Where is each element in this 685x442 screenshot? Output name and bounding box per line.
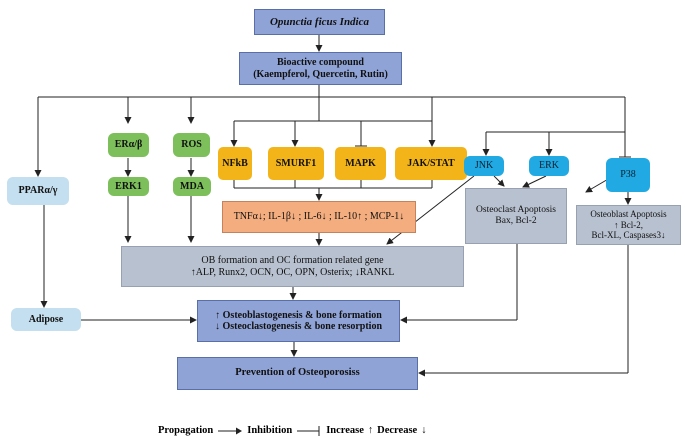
legend-increase-label: Increase [326,425,364,436]
osteoblast-apoptosis-down: Bcl-XL, Caspases3↓ [591,230,666,241]
osteoblast-apoptosis-title: Osteoblast Apoptosis [590,209,667,220]
opuntia-label: Opunctia ficus Indica [269,15,369,28]
nfkb-label: NFkB [222,157,248,169]
bioactive-compound-node: Bioactive compound (Kaempferol, Querceti… [239,52,402,85]
cytokines-label: TNFα↓; IL-1β↓ ; IL-6↓ ; IL-10↑ ; MCP-1↓ [233,211,405,223]
osteo-line-2: ↓ Osteoclastogenesis & bone resorption [214,321,383,332]
osteoclast-apoptosis-title: Osteoclast Apoptosis [476,205,556,216]
p38-label: P38 [620,169,636,181]
osteoclast-apoptosis-node: Osteoclast Apoptosis Bax, Bcl-2 [465,188,567,244]
ppar-label: PPARα/γ [18,185,58,197]
erk-label: ERK [539,160,559,172]
legend-propagation-label: Propagation [158,425,214,436]
propagation-arrow-icon [218,427,243,434]
ob-oc-genes-node: OB formation and OC formation related ge… [121,246,464,287]
mda-node: MDA [173,177,211,196]
erk1-label: ERK1 [115,180,142,192]
jnk-node: JNK [464,156,504,176]
bioactive-list: (Kaempferol, Quercetin, Rutin) [253,68,388,80]
adipose-label: Adipose [28,313,64,325]
prevention-node: Prevention of Osteoporosiss [177,357,418,390]
mapk-label: MAPK [345,157,376,169]
legend: Propagation Inhibition Increase ↑ Decrea… [158,425,426,436]
decrease-arrow-icon: ↓ [421,425,427,436]
prevention-label: Prevention of Osteoporosiss [235,367,360,379]
ob-oc-genes: ↑ALP, Runx2, OCN, OC, OPN, Osterix; ↓RAN… [190,266,395,278]
inhibition-bar-icon [297,425,320,436]
bioactive-title: Bioactive compound [277,57,364,68]
nfkb-node: NFkB [218,147,252,180]
legend-inhibition-label: Inhibition [247,425,293,436]
ob-oc-title: OB formation and OC formation related ge… [201,255,384,266]
osteoblast-apoptosis-up: ↑ Bcl-2, [614,219,643,230]
osteogenesis-node: ↑ Osteoblastogenesis & bone formation ↓ … [197,300,400,342]
erk1-node: ERK1 [108,177,149,196]
smurf1-label: SMURF1 [275,157,317,169]
ppar-node: PPARα/γ [7,177,69,205]
ros-label: ROS [181,139,202,151]
jakstat-label: JAK/STAT [407,157,455,169]
ros-node: ROS [173,133,210,157]
opuntia-node: Opunctia ficus Indica [254,9,385,35]
er-node: ERα/β [108,133,149,157]
erk-node: ERK [529,156,569,176]
increase-arrow-icon: ↑ [367,425,374,436]
mda-label: MDA [180,180,204,192]
jakstat-node: JAK/STAT [395,147,467,180]
smurf1-node: SMURF1 [268,147,324,180]
jnk-label: JNK [474,160,494,172]
er-label: ERα/β [114,139,143,151]
mapk-node: MAPK [335,147,386,180]
cytokines-node: TNFα↓; IL-1β↓ ; IL-6↓ ; IL-10↑ ; MCP-1↓ [222,201,416,233]
legend-decrease-label: Decrease [377,425,418,436]
osteoblast-apoptosis-node: Osteoblast Apoptosis ↑ Bcl-2, Bcl-XL, Ca… [576,205,681,245]
p38-node: P38 [606,158,650,192]
adipose-node: Adipose [11,308,81,331]
osteo-line-1: ↑ Osteoblastogenesis & bone formation [215,309,382,321]
osteoclast-apoptosis-list: Bax, Bcl-2 [495,216,537,226]
